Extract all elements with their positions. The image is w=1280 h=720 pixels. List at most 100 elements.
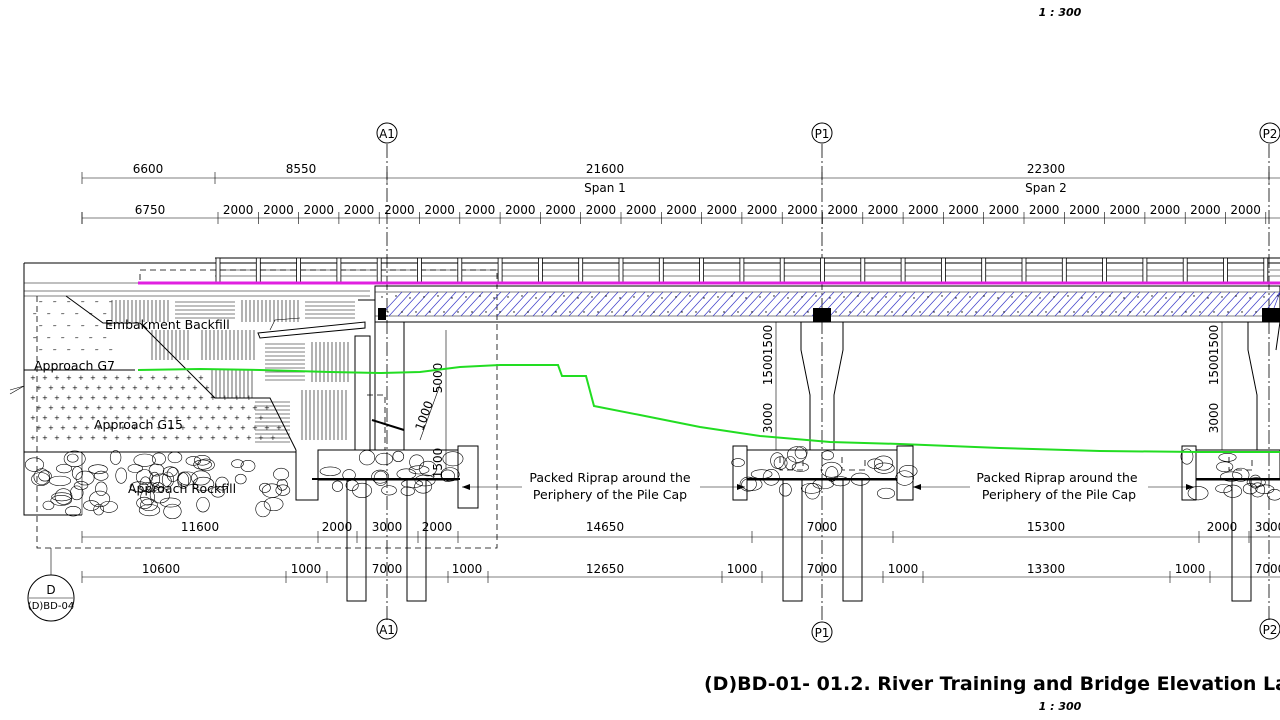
label-approach-g15: Approach G15 bbox=[94, 417, 183, 432]
svg-text:+: + bbox=[126, 434, 132, 442]
dim-b2-1: 10600 bbox=[142, 562, 180, 576]
dim-module-14: 2000 bbox=[787, 203, 818, 217]
dim-b2-6: 1000 bbox=[727, 562, 758, 576]
svg-text:+: + bbox=[48, 424, 54, 432]
svg-text:+: + bbox=[30, 414, 36, 422]
svg-text:+: + bbox=[204, 404, 210, 412]
svg-text:+: + bbox=[234, 434, 240, 442]
svg-text:+: + bbox=[204, 424, 210, 432]
svg-text:P1: P1 bbox=[815, 626, 830, 640]
abutment-pile-cap bbox=[312, 445, 479, 602]
svg-text:‴: ‴ bbox=[103, 312, 107, 320]
svg-text:+: + bbox=[30, 374, 36, 382]
svg-text:+: + bbox=[72, 384, 78, 392]
svg-text:+: + bbox=[252, 404, 258, 412]
svg-text:‴: ‴ bbox=[89, 312, 93, 320]
svg-text:+: + bbox=[54, 394, 60, 402]
svg-text:+: + bbox=[96, 424, 102, 432]
svg-text:+: + bbox=[90, 434, 96, 442]
svg-text:+: + bbox=[30, 434, 36, 442]
svg-text:+: + bbox=[114, 414, 120, 422]
section-marker-d[interactable]: D (D)BD-04 bbox=[27, 548, 75, 622]
svg-text:+: + bbox=[198, 374, 204, 382]
riprap-note-span1: Packed Riprap around the Periphery of th… bbox=[462, 470, 745, 502]
svg-text:‴: ‴ bbox=[33, 336, 37, 344]
svg-text:+: + bbox=[246, 394, 252, 402]
dim-module-15: 2000 bbox=[827, 203, 858, 217]
svg-text:D: D bbox=[46, 583, 55, 597]
grid-bubble-a1-bottom: A1 bbox=[376, 618, 398, 640]
svg-text:+: + bbox=[78, 414, 84, 422]
svg-text:+: + bbox=[126, 414, 132, 422]
svg-text:+: + bbox=[210, 394, 216, 402]
dim-p1-3000: 3000 bbox=[761, 403, 775, 434]
svg-text:+: + bbox=[204, 384, 210, 392]
svg-text:+: + bbox=[162, 394, 168, 402]
svg-text:+: + bbox=[30, 394, 36, 402]
svg-text:‴: ‴ bbox=[109, 300, 113, 308]
svg-text:+: + bbox=[96, 404, 102, 412]
svg-text:‴: ‴ bbox=[61, 336, 65, 344]
bottom-dimension-row-2: 10600 1000 7000 1000 12650 1000 7000 100… bbox=[81, 562, 1280, 583]
svg-text:‴: ‴ bbox=[81, 300, 85, 308]
svg-text:+: + bbox=[210, 414, 216, 422]
svg-text:+: + bbox=[90, 374, 96, 382]
dim-top-2: 8550 bbox=[286, 162, 317, 176]
approach-embankment: ++++++++++++++++++++++++++++++++++++++++… bbox=[23, 262, 498, 549]
svg-text:+: + bbox=[54, 434, 60, 442]
dim-b1-7: 15300 bbox=[1027, 520, 1065, 534]
top-dimension-row: 6600 8550 21600 22300 Span 1 Span 2 bbox=[81, 162, 1280, 195]
svg-text:‴: ‴ bbox=[53, 348, 57, 356]
svg-text:+: + bbox=[138, 414, 144, 422]
dim-b1-4: 2000 bbox=[422, 520, 453, 534]
svg-text:+: + bbox=[264, 424, 270, 432]
span-1-label: Span 1 bbox=[584, 181, 626, 195]
dim-module-23: 2000 bbox=[1150, 203, 1181, 217]
svg-text:+: + bbox=[150, 394, 156, 402]
svg-text:+: + bbox=[84, 404, 90, 412]
svg-text:‴: ‴ bbox=[109, 324, 113, 332]
svg-text:P1: P1 bbox=[815, 127, 830, 141]
svg-text:+: + bbox=[228, 424, 234, 432]
svg-text:+: + bbox=[192, 404, 198, 412]
dim-b1-6: 7000 bbox=[807, 520, 838, 534]
svg-text:+: + bbox=[84, 384, 90, 392]
dim-b2-2: 1000 bbox=[291, 562, 322, 576]
svg-text:+: + bbox=[132, 424, 138, 432]
svg-text:‴: ‴ bbox=[53, 300, 57, 308]
svg-text:+: + bbox=[108, 384, 114, 392]
svg-text:+: + bbox=[168, 424, 174, 432]
drawing-title: (D)BD-01- 01.2. River Training and Bridg… bbox=[704, 673, 1280, 695]
svg-text:+: + bbox=[36, 424, 42, 432]
svg-text:+: + bbox=[78, 434, 84, 442]
dim-module-16: 2000 bbox=[868, 203, 899, 217]
left-break-mark bbox=[9, 385, 25, 395]
svg-text:+: + bbox=[246, 434, 252, 442]
svg-text:+: + bbox=[102, 414, 108, 422]
dim-b2-3: 7000 bbox=[372, 562, 403, 576]
dim-module-12: 2000 bbox=[706, 203, 737, 217]
svg-text:+: + bbox=[54, 374, 60, 382]
svg-text:+: + bbox=[138, 374, 144, 382]
svg-text:+: + bbox=[90, 414, 96, 422]
dim-top-3: 21600 bbox=[586, 162, 624, 176]
svg-text:+: + bbox=[72, 424, 78, 432]
svg-text:+: + bbox=[108, 404, 114, 412]
svg-text:+: + bbox=[198, 394, 204, 402]
svg-text:+: + bbox=[180, 384, 186, 392]
svg-text:+: + bbox=[150, 414, 156, 422]
svg-text:+: + bbox=[186, 374, 192, 382]
dim-top-1: 6600 bbox=[133, 162, 164, 176]
label-embankment-backfill: Embakment Backfill bbox=[105, 317, 230, 332]
svg-text:+: + bbox=[42, 414, 48, 422]
dim-b2-7: 7000 bbox=[807, 562, 838, 576]
svg-text:+: + bbox=[102, 434, 108, 442]
svg-text:+: + bbox=[144, 404, 150, 412]
svg-text:+: + bbox=[144, 384, 150, 392]
p1-vertical-dims: 1500 1500 3000 bbox=[761, 322, 777, 450]
dim-module-10: 2000 bbox=[626, 203, 657, 217]
dim-module-9: 2000 bbox=[586, 203, 617, 217]
svg-text:+: + bbox=[114, 394, 120, 402]
svg-text:+: + bbox=[114, 434, 120, 442]
svg-text:P2: P2 bbox=[1263, 127, 1278, 141]
